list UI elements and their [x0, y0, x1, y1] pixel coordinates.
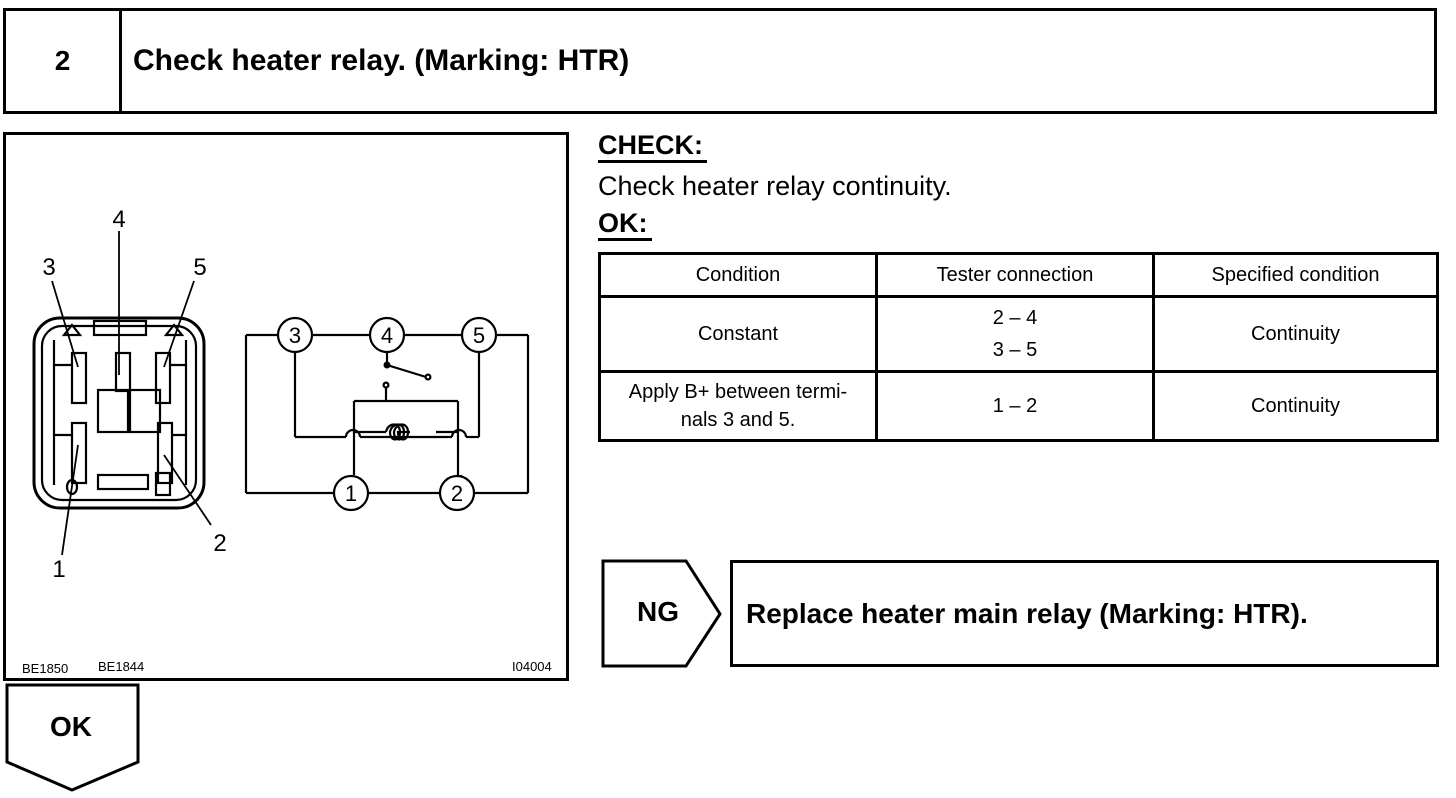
circuit-terminal-label: 4	[381, 323, 393, 348]
figure-id: I04004	[512, 659, 552, 674]
tester-connection: 2 – 4	[992, 307, 1038, 329]
continuity-table: Condition Tester connection Specified co…	[598, 252, 1439, 442]
tester-connection-cell: 1 – 2	[875, 370, 1155, 442]
relay-terminal-label: 1	[52, 556, 65, 583]
step-number: 2	[6, 11, 122, 111]
tester-connection: 3 – 5	[992, 339, 1038, 361]
circuit-terminal-label: 1	[345, 481, 357, 506]
condition-line: Apply B+ between termi-	[628, 381, 848, 403]
table-header: Condition	[598, 252, 878, 298]
relay-figure: 4 3 5 1 2 3 4 5 1 2 BE1850 BE1844 I04004	[3, 132, 569, 681]
ng-action-box: Replace heater main relay (Marking: HTR)…	[730, 560, 1439, 667]
ok-label: OK:	[598, 208, 652, 241]
terminal-leader-lines	[51, 231, 212, 556]
ng-action: Replace heater main relay (Marking: HTR)…	[746, 597, 1308, 629]
tester-connection: 1 – 2	[992, 394, 1038, 417]
condition-cell: Apply B+ between termi- nals 3 and 5.	[598, 370, 878, 442]
table-row: Constant 2 – 4 3 – 5 Continuity	[598, 295, 1439, 373]
circuit-terminal-label: 5	[473, 323, 485, 348]
ng-arrow-shape	[601, 559, 722, 668]
step-title: Check heater relay. (Marking: HTR)	[133, 44, 630, 77]
table-header-row: Condition Tester connection Specified co…	[598, 252, 1439, 298]
step-header: 2 Check heater relay. (Marking: HTR)	[3, 8, 1437, 114]
check-label: CHECK:	[598, 130, 707, 163]
relay-terminal-label: 2	[213, 530, 226, 557]
relay-terminal-label: 3	[42, 254, 55, 281]
relay-circuit	[244, 316, 530, 512]
circuit-terminal-label: 2	[451, 481, 463, 506]
spec-cell: Continuity	[1152, 370, 1439, 442]
table-header: Tester connection	[875, 252, 1155, 298]
figure-code: BE1844	[98, 659, 144, 674]
figure-code: BE1850	[22, 661, 68, 676]
check-description: Check heater relay continuity.	[598, 171, 952, 201]
relay-terminal-label: 4	[112, 206, 125, 233]
condition-cell: Constant	[598, 295, 878, 373]
ng-label: NG	[637, 596, 679, 627]
ok-arrow-shape	[5, 683, 140, 792]
relay-terminal-label: 5	[193, 254, 206, 281]
condition-line: nals 3 and 5.	[680, 409, 796, 431]
circuit-terminal-label: 3	[289, 323, 301, 348]
relay-diagram: 4 3 5 1 2 3 4 5 1 2 BE1850 BE1844 I04004	[22, 206, 552, 676]
tester-connection-cell: 2 – 4 3 – 5	[875, 295, 1155, 373]
table-row: Apply B+ between termi- nals 3 and 5. 1 …	[598, 370, 1439, 442]
spec-cell: Continuity	[1152, 295, 1439, 373]
ok-flow-label: OK	[50, 711, 92, 742]
table-header: Specified condition	[1152, 252, 1439, 298]
